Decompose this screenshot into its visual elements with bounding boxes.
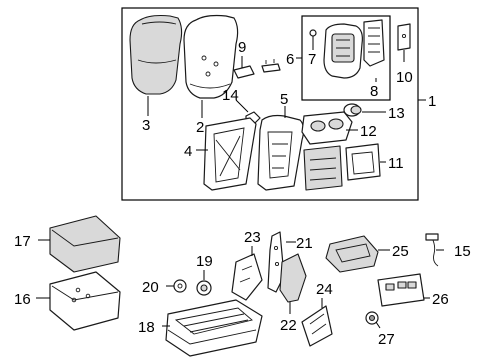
part-seatback-pad[interactable] [183, 14, 239, 99]
part-seatback-cover[interactable] [129, 14, 183, 95]
callout-6: 6 [286, 51, 294, 68]
callout-11: 11 [388, 155, 404, 172]
part-21-hinge[interactable] [267, 231, 285, 293]
callout-14: 14 [222, 87, 239, 104]
part-17-cushion[interactable] [49, 215, 121, 273]
part-10-plate[interactable] [397, 23, 411, 51]
part-20-grommet[interactable] [173, 279, 187, 293]
assembly-frame [121, 7, 419, 201]
callout-12: 12 [360, 123, 377, 140]
callout-labels: 1 2 3 4 5 6 7 8 9 10 11 12 13 14 15 16 1… [14, 39, 471, 348]
part-19-knob[interactable] [196, 280, 212, 296]
part-13-cap[interactable] [343, 103, 362, 117]
part-25-bin[interactable] [325, 235, 379, 273]
part-4-seatback-frame[interactable] [203, 117, 257, 191]
part-7-knob[interactable] [309, 29, 317, 37]
callout-24: 24 [316, 281, 333, 298]
part-8-armrest-module[interactable] [323, 23, 363, 79]
part-24-bracket[interactable] [301, 305, 333, 347]
callout-5: 5 [280, 91, 288, 108]
leader-lines [36, 36, 444, 329]
part-tray[interactable] [303, 145, 343, 191]
callout-2: 2 [196, 119, 204, 136]
callout-15: 15 [454, 243, 471, 260]
part-23-bracket[interactable] [231, 253, 263, 301]
callout-3: 3 [142, 117, 150, 134]
callout-20: 20 [142, 279, 159, 296]
part-12-cupholder[interactable] [301, 111, 353, 145]
callout-26: 26 [432, 291, 449, 308]
part-26-control-panel[interactable] [377, 273, 425, 307]
callout-19: 19 [196, 253, 213, 270]
callout-16: 16 [14, 291, 31, 308]
callout-1: 1 [428, 93, 436, 110]
callout-17: 17 [14, 233, 31, 250]
callout-7: 7 [308, 51, 316, 68]
callout-27: 27 [378, 331, 395, 348]
part-11-cushion-panel[interactable] [345, 143, 381, 181]
part-15-wire-harness[interactable] [425, 233, 439, 267]
part-22-cover[interactable] [279, 253, 307, 303]
callout-9: 9 [238, 39, 246, 56]
part-27-knob[interactable] [365, 311, 379, 325]
callout-13: 13 [388, 105, 405, 122]
part-8-side-panel[interactable] [363, 19, 385, 67]
part-18-base-frame[interactable] [165, 299, 263, 357]
callout-25: 25 [392, 243, 409, 260]
callout-22: 22 [280, 317, 297, 334]
callout-10: 10 [396, 69, 413, 86]
callout-21: 21 [296, 235, 313, 252]
part-16-cushion-pad[interactable] [49, 271, 121, 331]
part-9-trim[interactable] [233, 65, 255, 79]
callout-8: 8 [370, 83, 378, 100]
callout-4: 4 [184, 143, 192, 160]
part-5-center-frame[interactable] [257, 114, 305, 191]
callout-18: 18 [138, 319, 155, 336]
part-bracket-small[interactable] [261, 59, 281, 73]
callout-23: 23 [244, 229, 261, 246]
